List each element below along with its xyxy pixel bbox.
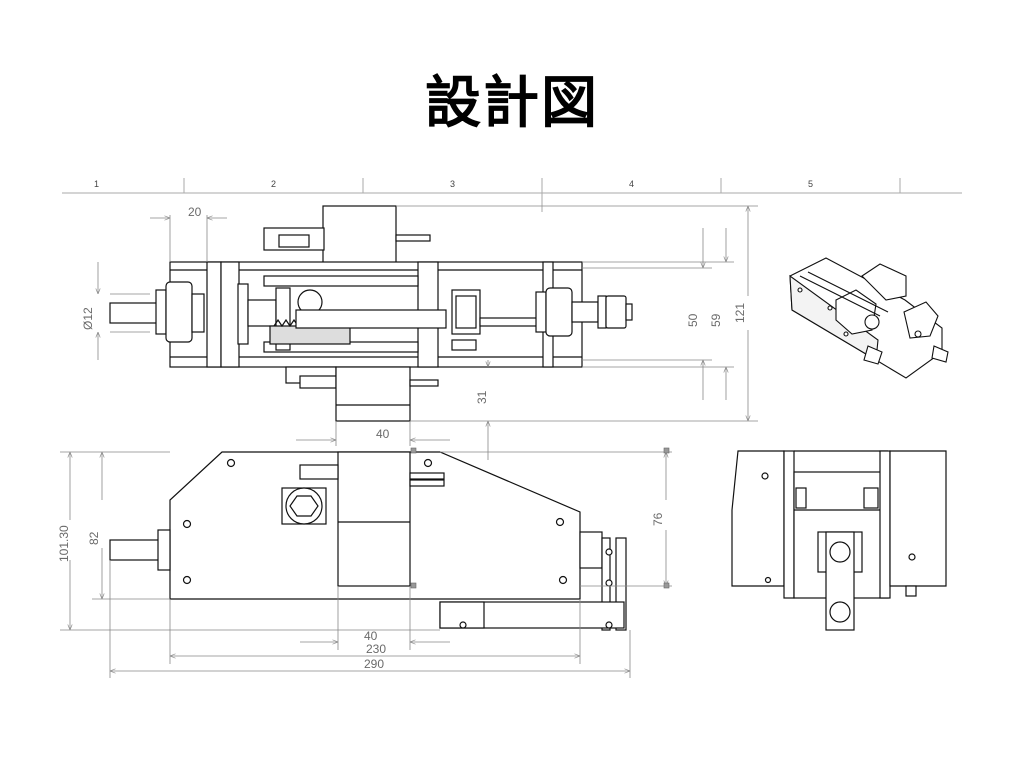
zone-label-2: 2 [271, 179, 276, 189]
dim-20: 20 [188, 205, 202, 219]
dim-40-front: 40 [364, 629, 378, 643]
page-title: 設計図 [425, 71, 599, 136]
front-view-dimension-labels: 101.30 82 76 40 230 290 [57, 512, 665, 671]
dim-40-top: 40 [376, 427, 390, 441]
dim-290: 290 [364, 657, 384, 671]
zone-label-1: 1 [94, 179, 99, 189]
dim-101-30: 101.30 [57, 525, 71, 562]
zone-label-5: 5 [808, 179, 813, 189]
dim-76: 76 [651, 512, 665, 526]
dim-82: 82 [87, 531, 101, 545]
front-view-dimensions [60, 451, 672, 678]
zone-border: 1 2 3 4 5 [62, 178, 962, 212]
dim-31: 31 [475, 390, 489, 404]
front-view [109, 451, 627, 631]
dim-59: 59 [709, 313, 723, 327]
dim-diameter-12: Ø12 [81, 307, 95, 330]
dim-50: 50 [686, 313, 700, 327]
top-view-dimension-labels: 20 Ø12 50 59 121 31 40 [81, 205, 747, 441]
front-view-dimension-markers [410, 447, 670, 589]
dim-121: 121 [733, 303, 747, 323]
zone-label-3: 3 [450, 179, 455, 189]
zone-label-4: 4 [629, 179, 634, 189]
dim-230: 230 [366, 642, 386, 656]
top-view [109, 205, 633, 422]
side-view [731, 450, 947, 631]
isometric-view [789, 257, 949, 379]
top-view-dimensions [98, 205, 758, 460]
